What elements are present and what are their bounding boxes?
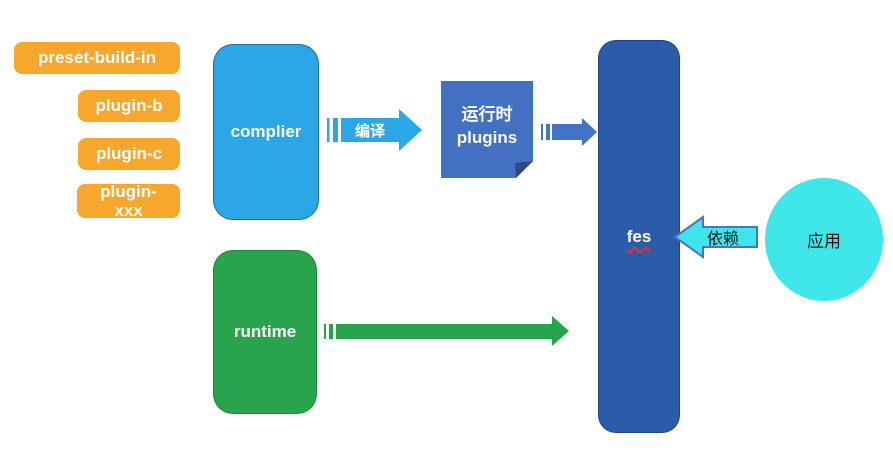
runtime-to-fes-arrow (324, 316, 569, 346)
runtime-plugins-note-line2: plugins (456, 127, 518, 147)
depends-arrow-label: 依赖 (706, 231, 739, 248)
compiler-box: complier (213, 44, 319, 220)
plugin-badge-plugin-b: plugin-b (78, 90, 180, 122)
plugin-badge-label: plugin-xxx (100, 181, 157, 220)
compile-arrow-label: 编译 (354, 122, 385, 140)
plugin-badge-label: plugin-c (95, 144, 163, 164)
runtime-plugins-note (441, 81, 533, 178)
runtime-plugins-note-text: 运行时 plugins (441, 81, 533, 178)
plugin-badge-plugin-c: plugin-c (78, 138, 180, 170)
app-ellipse: 应用 (765, 178, 883, 301)
plugin-badge-label: plugin-b (95, 96, 163, 116)
compiler-box-label: complier (230, 122, 302, 141)
plugin-badge-label: preset-build-in (37, 48, 157, 68)
depends-arrow (673, 215, 758, 259)
plugin-badge-plugin-xxx: plugin-xxx (77, 181, 180, 220)
app-ellipse-label: 应用 (807, 232, 841, 251)
runtime-plugins-note-line1: 运行时 (461, 105, 513, 125)
plugins-to-fes-arrow (541, 118, 597, 146)
fes-box-label: fes (626, 226, 652, 246)
runtime-box: runtime (213, 250, 317, 414)
runtime-box-label: runtime (233, 322, 297, 341)
compile-arrow (327, 109, 422, 151)
plugin-badge-preset-build-in: preset-build-in (14, 42, 180, 74)
fes-box: fes (598, 40, 680, 433)
